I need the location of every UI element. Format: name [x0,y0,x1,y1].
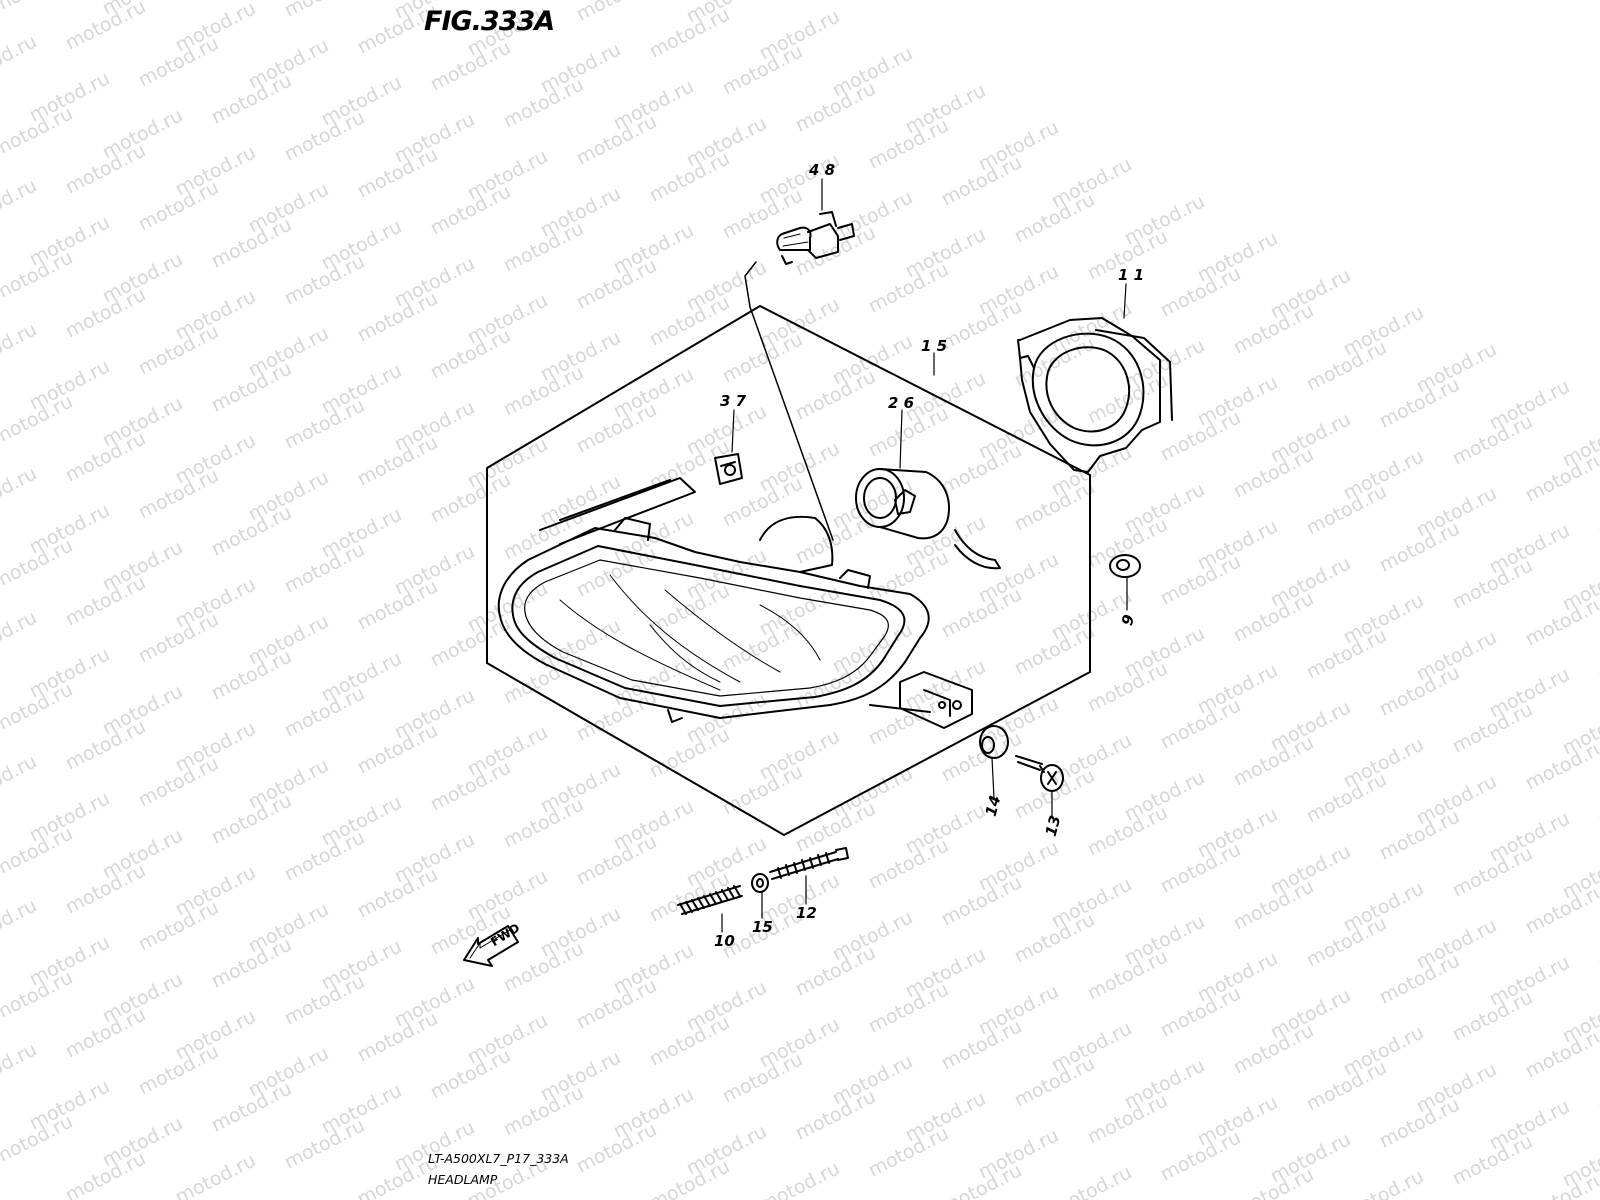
part-name: HEADLAMP [428,1172,498,1187]
model-code: LT-A500XL7_P17_333A [428,1151,569,1166]
clip-nut-icon [714,453,743,485]
callout-11: 1 1 [1118,266,1144,284]
forward-arrow-icon [463,925,519,967]
adjusting-screw-icon [769,847,849,880]
callout-13: 13 [1042,813,1065,838]
assembly-outline [486,305,1091,836]
callout-14: 14 [982,793,1005,818]
spring-icon [677,885,743,915]
screw-icon [1015,755,1064,792]
washer-icon [751,873,769,893]
headlamp-bulb-icon [776,211,855,265]
bulb-leader-line [744,261,834,541]
callout-37: 3 7 [720,392,747,410]
socket-cover-icon [1017,317,1173,473]
cushion-icon [979,725,1009,759]
bulb-socket-icon [855,468,1001,570]
callout-9: 9 [1118,613,1138,628]
figure-title: FIG.333A [424,6,555,37]
callout-26: 2 6 [888,394,914,412]
grommet-icon [1109,554,1141,578]
fwd-label: FWD [488,921,522,950]
callout-10: 10 [714,932,735,950]
callout-12: 12 [796,904,817,922]
headlamp-housing [497,477,973,729]
callout-15b: 15 [752,918,773,936]
callout-leaders [721,178,1128,933]
callout-48: 4 8 [808,161,835,179]
callout-15: 1 5 [921,337,947,355]
